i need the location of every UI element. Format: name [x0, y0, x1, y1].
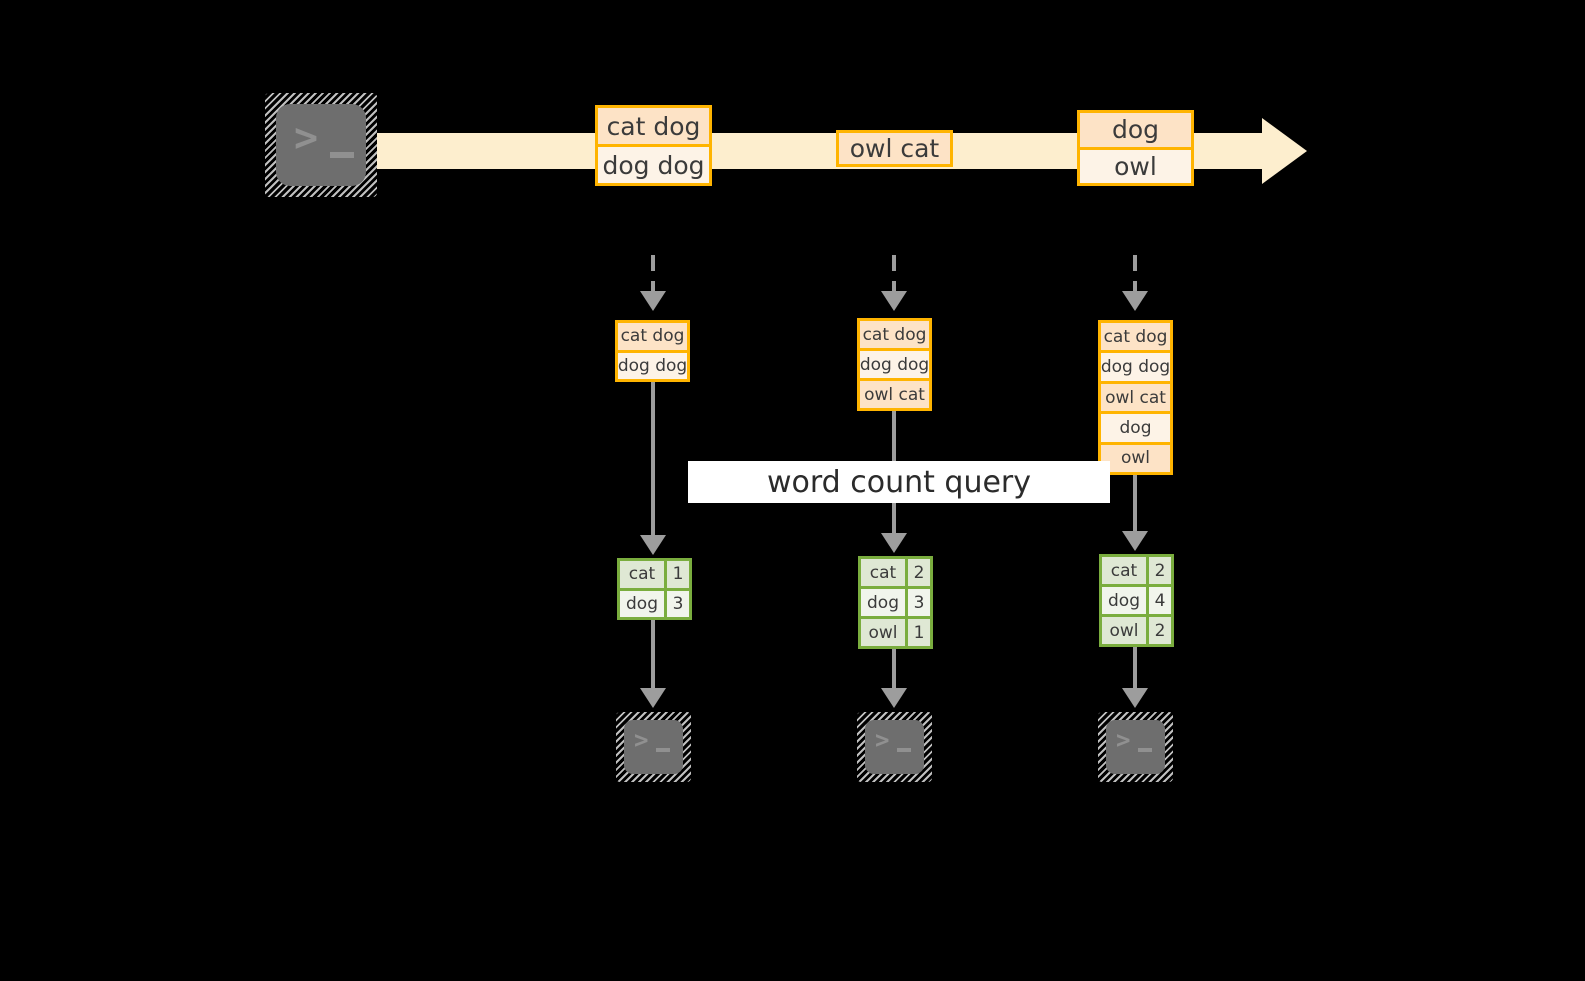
terminal-screen: > [624, 720, 683, 774]
result-count: 2 [1146, 557, 1171, 584]
table-row: cat dog [860, 321, 929, 348]
table-row: owl cat [1101, 380, 1170, 412]
result-count: 1 [905, 619, 930, 646]
sink-terminal-icon-1[interactable]: > [616, 712, 691, 782]
consume-arrow-line-2 [892, 255, 896, 293]
table-row: dog 4 [1102, 584, 1171, 614]
table-row: cat dog [618, 323, 687, 350]
table-row: dog dog [860, 348, 929, 378]
table-row: owl cat [860, 378, 929, 408]
flow-line-1a [651, 382, 655, 537]
flow-arrow-head-3a [1122, 531, 1148, 551]
terminal-screen: > [1106, 720, 1165, 774]
sink-terminal-icon-2[interactable]: > [857, 712, 932, 782]
message-row: owl [1080, 146, 1191, 183]
result-count: 2 [905, 559, 930, 586]
flow-line-2b [892, 649, 896, 690]
stream-message-3[interactable]: dog owl [1077, 110, 1194, 186]
terminal-screen: > [276, 104, 366, 186]
result-word: dog [861, 589, 905, 616]
terminal-chevron-icon: > [1116, 726, 1131, 754]
terminal-underscore-icon [1138, 748, 1152, 752]
snapshot-table-1[interactable]: cat dog dog dog [615, 320, 690, 382]
result-word: cat [1102, 557, 1146, 584]
result-table-2[interactable]: cat 2 dog 3 owl 1 [858, 556, 933, 649]
result-word: owl [1102, 617, 1146, 644]
table-row: owl [1101, 441, 1170, 473]
result-count: 1 [664, 561, 689, 588]
terminal-screen: > [865, 720, 924, 774]
table-row: cat 1 [620, 561, 689, 588]
result-table-1[interactable]: cat 1 dog 3 [617, 558, 692, 620]
table-row: owl 2 [1102, 614, 1171, 644]
terminal-chevron-icon: > [294, 115, 319, 161]
query-label: word count query [766, 464, 1032, 500]
result-word: cat [620, 561, 664, 588]
flow-arrow-head-1a [640, 535, 666, 555]
snapshot-table-3[interactable]: cat dog dog dog owl cat dog owl [1098, 320, 1173, 475]
flow-arrow-head-3b [1122, 688, 1148, 708]
result-word: owl [861, 619, 905, 646]
flow-line-3a [1133, 475, 1137, 533]
table-row: dog [1101, 411, 1170, 442]
terminal-chevron-icon: > [634, 726, 649, 754]
consume-arrow-line-1 [651, 255, 655, 293]
flow-arrow-head-2b [881, 688, 907, 708]
terminal-chevron-icon: > [875, 726, 890, 754]
message-row: owl cat [839, 133, 950, 164]
table-row: dog dog [1101, 350, 1170, 381]
stream-message-2[interactable]: owl cat [836, 130, 953, 167]
table-row: cat 2 [861, 559, 930, 586]
table-row: dog dog [618, 349, 687, 379]
table-row: dog 3 [861, 586, 930, 616]
terminal-underscore-icon [330, 152, 354, 158]
result-word: dog [1102, 587, 1146, 614]
message-row: cat dog [598, 108, 709, 144]
stream-message-1[interactable]: cat dog dog dog [595, 105, 712, 186]
terminal-underscore-icon [656, 748, 670, 752]
result-count: 4 [1146, 587, 1171, 614]
flow-line-3b [1133, 647, 1137, 690]
result-count: 3 [905, 589, 930, 616]
source-terminal-icon[interactable]: > [265, 93, 377, 197]
snapshot-table-2[interactable]: cat dog dog dog owl cat [857, 318, 932, 411]
sink-terminal-icon-3[interactable]: > [1098, 712, 1173, 782]
stream-arrow-head [1262, 118, 1307, 184]
table-row: owl 1 [861, 616, 930, 646]
terminal-underscore-icon [897, 748, 911, 752]
flow-arrow-head-2a [881, 533, 907, 553]
message-row: dog [1080, 113, 1191, 147]
result-count: 2 [1146, 617, 1171, 644]
message-row: dog dog [598, 144, 709, 183]
consume-arrow-head-1 [640, 291, 666, 311]
result-table-3[interactable]: cat 2 dog 4 owl 2 [1099, 554, 1174, 647]
consume-arrow-head-3 [1122, 291, 1148, 311]
table-row: cat 2 [1102, 557, 1171, 584]
result-word: cat [861, 559, 905, 586]
result-count: 3 [664, 590, 689, 617]
flow-arrow-head-1b [640, 688, 666, 708]
table-row: dog 3 [620, 587, 689, 617]
table-row: cat dog [1101, 323, 1170, 351]
consume-arrow-head-2 [881, 291, 907, 311]
query-label-band: word count query [688, 461, 1110, 503]
flow-line-1b [651, 620, 655, 690]
result-word: dog [620, 590, 664, 617]
consume-arrow-line-3 [1133, 255, 1137, 293]
